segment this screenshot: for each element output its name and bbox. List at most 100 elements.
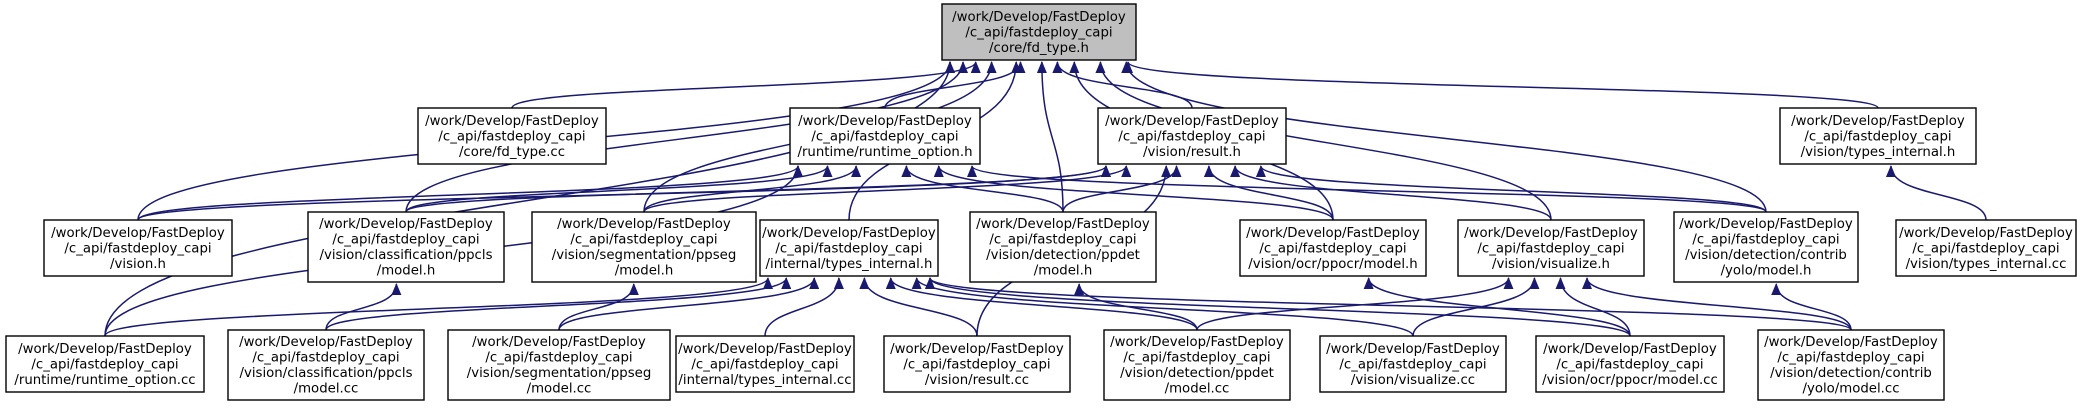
edge-yolo_cc-to-yolo_h xyxy=(1771,283,1852,331)
node-visualize_cc[interactable]: /work/Develop/FastDeploy/c_api/fastdeplo… xyxy=(1319,335,1507,393)
edge-ppdet_cc-to-internal_types_h xyxy=(885,277,1198,331)
edge-yolo_h-to-result_h xyxy=(1256,165,1767,213)
node-types_internal_h_vision[interactable]: /work/Develop/FastDeploy/c_api/fastdeplo… xyxy=(1779,107,1977,165)
edge-ppseg_cc-to-ppseg_h xyxy=(558,283,639,331)
node-label-line: /internal/types_internal.h xyxy=(766,257,933,272)
node-ppdet_cc[interactable]: /work/Develop/FastDeploy/c_api/fastdeplo… xyxy=(1103,329,1291,401)
node-label-line: /model.h xyxy=(1034,264,1093,279)
node-label-line: /work/Develop/FastDeploy xyxy=(18,342,192,357)
node-box xyxy=(1535,335,1725,393)
node-label-line: /vision/ocr/ppocr/model.cc xyxy=(1542,373,1718,388)
node-ppcls_h[interactable]: /work/Develop/FastDeploy/c_api/fastdeplo… xyxy=(307,211,505,283)
node-ppseg_h[interactable]: /work/Develop/FastDeploy/c_api/fastdeplo… xyxy=(531,211,757,283)
edge-ppdet_cc-to-visualize_h xyxy=(1196,277,1514,331)
node-box xyxy=(531,211,757,283)
node-label-line: /vision/classification/ppcls xyxy=(239,366,412,381)
node-label-line: /yolo/model.h xyxy=(1721,264,1812,279)
node-label-line: /c_api/fastdeploy_capi xyxy=(1692,233,1839,248)
node-box xyxy=(1239,219,1427,277)
node-vision_h[interactable]: /work/Develop/FastDeploy/c_api/fastdeplo… xyxy=(43,219,233,277)
node-label-line: /work/Develop/FastDeploy xyxy=(1326,342,1500,357)
node-ppdet_h[interactable]: /work/Develop/FastDeploy/c_api/fastdeplo… xyxy=(969,211,1157,283)
node-result_cc[interactable]: /work/Develop/FastDeploy/c_api/fastdeplo… xyxy=(883,335,1071,393)
node-yolo_cc[interactable]: /work/Develop/FastDeploy/c_api/fastdeplo… xyxy=(1757,329,1945,401)
node-label-line: /vision/detection/ppdet xyxy=(1120,366,1274,381)
edge-yolo_h-to-root xyxy=(1121,61,1767,213)
node-label-line: /vision/ocr/ppocr/model.h xyxy=(1248,257,1417,272)
edge-vision_h-to-runtime_option_h xyxy=(137,165,803,221)
node-types_internal_cc_vision[interactable]: /work/Develop/FastDeploy/c_api/fastdeplo… xyxy=(1895,219,2077,277)
node-label-line: /c_api/fastdeploy_capi xyxy=(1259,241,1406,256)
node-ppocr_h[interactable]: /work/Develop/FastDeploy/c_api/fastdeplo… xyxy=(1239,219,1427,277)
node-label-line: /vision.h xyxy=(110,257,166,272)
node-box xyxy=(5,335,205,393)
node-internal_types_h[interactable]: /work/Develop/FastDeploy/c_api/fastdeplo… xyxy=(759,219,939,277)
edge-yolo_h-to-runtime_option_h xyxy=(967,165,1767,213)
node-label-line: /work/Develop/FastDeploy xyxy=(557,217,731,232)
node-box xyxy=(1097,107,1287,165)
edge-yolo_cc-to-visualize_h xyxy=(1582,277,1852,331)
node-label-line: /c_api/fastdeploy_capi xyxy=(485,351,632,366)
edge-ppdet_cc-to-ppdet_h xyxy=(1074,283,1198,331)
node-label-line: /runtime/runtime_option.h xyxy=(797,145,972,160)
edge-yolo_cc-to-internal_types_h xyxy=(925,277,1852,331)
node-runtime_option_cc[interactable]: /work/Develop/FastDeploy/c_api/fastdeplo… xyxy=(5,335,205,393)
node-label-line: /core/fd_type.h xyxy=(989,41,1089,56)
edge-visualize_cc-to-visualize_h xyxy=(1412,277,1540,337)
node-runtime_option_h[interactable]: /work/Develop/FastDeploy/c_api/fastdeplo… xyxy=(789,107,981,165)
node-label-line: /runtime/runtime_option.cc xyxy=(14,373,195,388)
edge-result_cc-to-internal_types_h xyxy=(859,277,978,337)
node-ppocr_cc[interactable]: /work/Develop/FastDeploy/c_api/fastdeplo… xyxy=(1535,335,1725,393)
node-label-line: /work/Develop/FastDeploy xyxy=(1791,114,1965,129)
node-label-line: /model.h xyxy=(377,264,436,279)
node-root[interactable]: /work/Develop/FastDeploy/c_api/fastdeplo… xyxy=(941,3,1137,61)
node-yolo_h[interactable]: /work/Develop/FastDeploy/c_api/fastdeplo… xyxy=(1673,211,1859,283)
edge-ppocr_h-to-result_h xyxy=(1203,165,1334,221)
node-label-line: /model.cc xyxy=(1165,382,1230,397)
node-result_h[interactable]: /work/Develop/FastDeploy/c_api/fastdeplo… xyxy=(1097,107,1287,165)
node-label-line: /work/Develop/FastDeploy xyxy=(472,335,646,350)
edge-internal_types_cc-to-internal_types_h xyxy=(764,277,844,337)
node-label-line: /work/Develop/FastDeploy xyxy=(762,226,936,241)
node-box xyxy=(1103,329,1291,401)
node-label-line: /c_api/fastdeploy_capi xyxy=(1777,351,1924,366)
node-label-line: /c_api/fastdeploy_capi xyxy=(903,357,1050,372)
node-visualize_h[interactable]: /work/Develop/FastDeploy/c_api/fastdeplo… xyxy=(1457,219,1645,277)
node-label-line: /c_api/fastdeploy_capi xyxy=(31,357,178,372)
node-internal_types_cc[interactable]: /work/Develop/FastDeploy/c_api/fastdeplo… xyxy=(675,335,855,393)
node-label-line: /work/Develop/FastDeploy xyxy=(678,342,852,357)
node-box xyxy=(417,107,607,165)
node-label-line: /c_api/fastdeploy_capi xyxy=(252,351,399,366)
node-label-line: /c_api/fastdeploy_capi xyxy=(1477,241,1624,256)
node-label-line: /c_api/fastdeploy_capi xyxy=(570,233,717,248)
node-label-line: /work/Develop/FastDeploy xyxy=(1105,114,1279,129)
node-label-line: /work/Develop/FastDeploy xyxy=(1899,226,2073,241)
node-label-line: /yolo/model.cc xyxy=(1802,382,1899,397)
node-label-line: /vision/types_internal.h xyxy=(1801,145,1956,160)
node-label-line: /model.cc xyxy=(294,382,359,397)
node-label-line: /internal/types_internal.cc xyxy=(678,373,851,388)
node-label-line: /c_api/fastdeploy_capi xyxy=(64,241,211,256)
nodes-layer: /work/Develop/FastDeploy/c_api/fastdeplo… xyxy=(5,3,2077,401)
node-ppseg_cc[interactable]: /work/Develop/FastDeploy/c_api/fastdeplo… xyxy=(447,329,671,401)
node-label-line: /work/Develop/FastDeploy xyxy=(976,217,1150,232)
node-label-line: /c_api/fastdeploy_capi xyxy=(332,233,479,248)
node-label-line: /vision/detection/contrib xyxy=(1685,248,1847,263)
edge-ppdet_h-to-result_h xyxy=(1062,165,1182,213)
node-label-line: /c_api/fastdeploy_capi xyxy=(1912,241,2059,256)
node-box xyxy=(675,335,855,393)
node-label-line: /vision/visualize.cc xyxy=(1351,373,1475,388)
edge-ppocr_h-to-runtime_option_h xyxy=(933,165,1334,221)
node-label-line: /work/Develop/FastDeploy xyxy=(1464,226,1638,241)
node-label-line: /work/Develop/FastDeploy xyxy=(1543,342,1717,357)
node-label-line: /vision/detection/contrib xyxy=(1770,366,1932,381)
node-label-line: /vision/result.cc xyxy=(925,373,1029,388)
node-label-line: /c_api/fastdeploy_capi xyxy=(1118,129,1265,144)
node-fdtype_cc[interactable]: /work/Develop/FastDeploy/c_api/fastdeplo… xyxy=(417,107,607,165)
node-label-line: /c_api/fastdeploy_capi xyxy=(1123,351,1270,366)
node-ppcls_cc[interactable]: /work/Develop/FastDeploy/c_api/fastdeplo… xyxy=(227,329,425,401)
node-label-line: /work/Develop/FastDeploy xyxy=(319,217,493,232)
node-box xyxy=(789,107,981,165)
edge-ppcls_h-to-result_h xyxy=(405,165,1111,213)
